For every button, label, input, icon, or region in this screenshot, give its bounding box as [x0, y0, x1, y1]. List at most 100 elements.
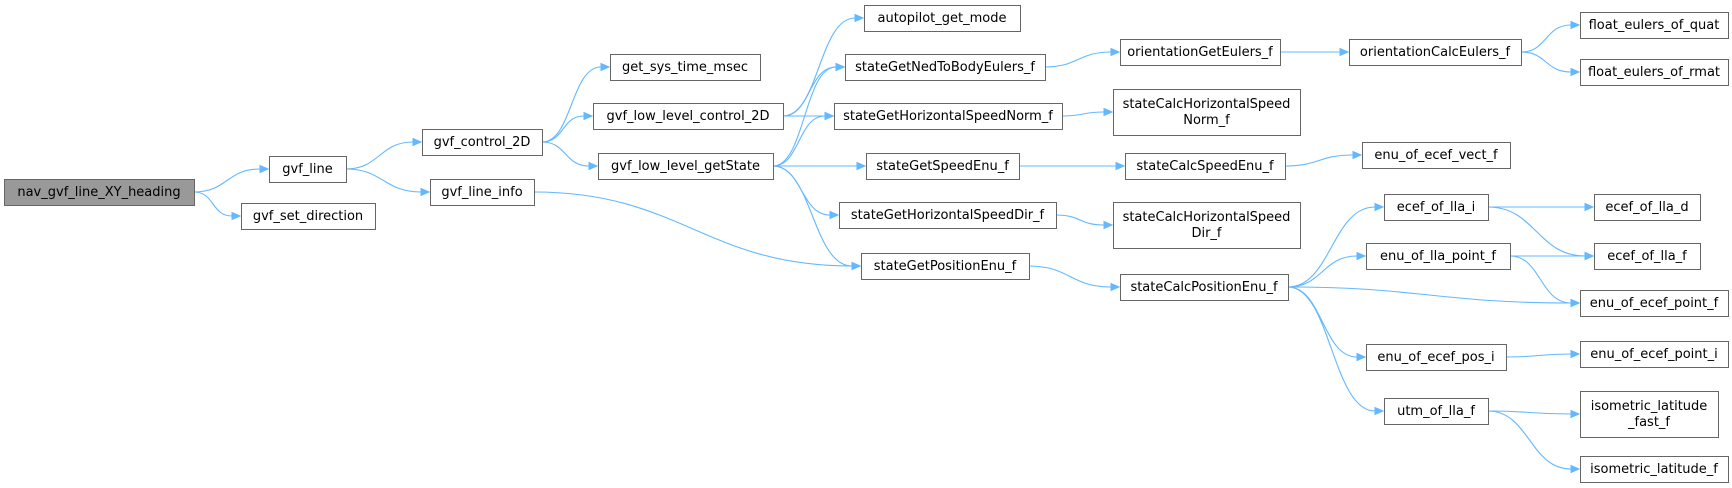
node-label: enu_of_ecef_point_i	[1590, 347, 1718, 362]
node-nav-gvf-line-xy-heading[interactable]: nav_gvf_line_XY_heading	[4, 179, 195, 206]
node-box[interactable]	[1580, 290, 1729, 317]
node-label: enu_of_ecef_point_f	[1590, 296, 1719, 311]
node-label: enu_of_ecef_pos_i	[1377, 350, 1494, 365]
node-box[interactable]	[593, 103, 784, 130]
node-label: stateGetNedToBodyEulers_f	[855, 60, 1035, 75]
arrowhead-gvf-low-level-getstate	[588, 161, 599, 171]
node-statecalcspeedenu-f[interactable]: stateCalcSpeedEnu_f	[1125, 153, 1286, 180]
node-ecef-of-lla-d[interactable]: ecef_of_lla_d	[1594, 194, 1701, 221]
node-box[interactable]	[1580, 341, 1729, 368]
node-box[interactable]	[861, 253, 1030, 280]
node-label: isometric_latitude_f	[1590, 462, 1718, 477]
node-box[interactable]	[610, 54, 761, 81]
node-float-eulers-of-quat[interactable]: float_eulers_of_quat	[1580, 12, 1729, 39]
arrowhead-isometric-latitude-f	[1570, 464, 1581, 474]
edge-utm-of-lla-f-to-isometric-latitude-f	[1487, 410, 1572, 470]
node-stategetspeedenu-f[interactable]: stateGetSpeedEnu_f	[866, 153, 1020, 180]
node-box[interactable]	[1580, 12, 1729, 39]
node-stategetnedtobodyeulers-f[interactable]: stateGetNedToBodyEulers_f	[845, 54, 1046, 81]
node-box[interactable]	[1120, 39, 1281, 66]
node-box[interactable]	[1384, 398, 1489, 425]
arrowhead-statecalchorizontalspeednorm-f	[1103, 107, 1114, 117]
arrowhead-gvf-control-2d	[412, 137, 423, 147]
node-box[interactable]	[1366, 243, 1511, 270]
node-gvf-low-level-control-2d[interactable]: gvf_low_level_control_2D	[593, 103, 784, 130]
node-box[interactable]	[834, 103, 1063, 130]
node-isometric-latitude-fast-f[interactable]: isometric_latitude_fast_f	[1580, 391, 1719, 438]
node-label: orientationGetEulers_f	[1127, 45, 1273, 60]
node-box[interactable]	[839, 202, 1057, 229]
node-box[interactable]	[269, 156, 347, 183]
node-box[interactable]	[845, 54, 1046, 81]
node-stategetpositionenu-f[interactable]: stateGetPositionEnu_f	[861, 253, 1030, 280]
edge-gvf-control-2d-to-gvf-low-level-control-2d	[541, 115, 585, 143]
node-gvf-low-level-getstate[interactable]: gvf_low_level_getState	[598, 153, 774, 180]
node-box[interactable]	[422, 129, 543, 156]
node-ecef-of-lla-f[interactable]: ecef_of_lla_f	[1594, 243, 1701, 270]
arrowhead-stategetspeedenu-f	[856, 161, 867, 171]
node-orientationgeteulers-f[interactable]: orientationGetEulers_f	[1120, 39, 1281, 66]
node-box[interactable]	[866, 153, 1020, 180]
edge-stategethorizontalspeeddir-f-to-statecalchorizontalspeeddir-f	[1055, 214, 1105, 226]
node-label: gvf_control_2D	[434, 135, 531, 150]
node-box[interactable]	[1125, 153, 1286, 180]
edge-statecalcpositionenu-f-to-enu-of-ecef-pos-i	[1287, 286, 1358, 358]
edge-gvf-control-2d-to-gvf-low-level-getstate	[541, 141, 590, 167]
node-box[interactable]	[1349, 39, 1522, 66]
edge-statecalcspeedenu-f-to-enu-of-ecef-vect-f	[1284, 154, 1354, 167]
edge-gvf-line-info-to-stategetpositionenu-f	[533, 191, 853, 267]
node-label: float_eulers_of_rmat	[1588, 65, 1720, 80]
node-gvf-control-2d[interactable]: gvf_control_2D	[422, 129, 543, 156]
node-box[interactable]	[1362, 142, 1511, 169]
node-gvf-set-direction[interactable]: gvf_set_direction	[241, 203, 376, 230]
node-stategethorizontalspeeddir-f[interactable]: stateGetHorizontalSpeedDir_f	[839, 202, 1057, 229]
arrowhead-gvf-line-info	[420, 187, 431, 197]
node-box[interactable]	[1113, 202, 1301, 249]
arrowhead-enu-of-ecef-point-f	[1570, 298, 1581, 308]
node-stategethorizontalspeednorm-f[interactable]: stateGetHorizontalSpeedNorm_f	[834, 103, 1063, 130]
node-utm-of-lla-f[interactable]: utm_of_lla_f	[1384, 398, 1489, 425]
node-label: float_eulers_of_quat	[1589, 18, 1720, 33]
arrowhead-enu-of-lla-point-f	[1356, 251, 1367, 261]
node-box[interactable]	[1384, 194, 1489, 221]
node-enu-of-lla-point-f[interactable]: enu_of_lla_point_f	[1366, 243, 1511, 270]
node-box[interactable]	[4, 179, 195, 206]
node-label: stateGetHorizontalSpeedNorm_f	[843, 109, 1053, 124]
node-label: gvf_line_info	[441, 185, 522, 200]
node-isometric-latitude-f[interactable]: isometric_latitude_f	[1580, 456, 1729, 483]
node-gvf-line[interactable]: gvf_line	[269, 156, 347, 183]
node-box[interactable]	[1580, 456, 1729, 483]
node-box[interactable]	[1113, 89, 1301, 136]
arrowhead-gvf-line	[259, 164, 270, 174]
node-label: gvf_set_direction	[253, 209, 363, 224]
node-statecalcpositionenu-f[interactable]: stateCalcPositionEnu_f	[1120, 274, 1289, 301]
edge-stategethorizontalspeednorm-f-to-statecalchorizontalspeednorm-f	[1061, 111, 1105, 117]
node-box[interactable]	[1120, 274, 1289, 301]
node-box[interactable]	[1580, 391, 1719, 438]
node-box[interactable]	[1366, 344, 1507, 371]
edge-stategetnedtobodyeulers-f-to-orientationgeteulers-f	[1044, 51, 1112, 68]
node-box[interactable]	[430, 179, 535, 206]
node-box[interactable]	[1594, 243, 1701, 270]
node-box[interactable]	[1594, 194, 1701, 221]
node-label: stateGetSpeedEnu_f	[876, 159, 1009, 174]
node-enu-of-ecef-point-f[interactable]: enu_of_ecef_point_f	[1580, 290, 1729, 317]
node-get-sys-time-msec[interactable]: get_sys_time_msec	[610, 54, 761, 81]
node-orientationcalceulers-f[interactable]: orientationCalcEulers_f	[1349, 39, 1522, 66]
node-float-eulers-of-rmat[interactable]: float_eulers_of_rmat	[1580, 59, 1729, 86]
node-box[interactable]	[864, 5, 1021, 32]
node-box[interactable]	[1580, 59, 1729, 86]
node-box[interactable]	[241, 203, 376, 230]
node-autopilot-get-mode[interactable]: autopilot_get_mode	[864, 5, 1021, 32]
edge-enu-of-lla-point-f-to-enu-of-ecef-point-f	[1509, 255, 1572, 304]
edges-layer	[193, 13, 1595, 474]
node-enu-of-ecef-point-i[interactable]: enu_of_ecef_point_i	[1580, 341, 1729, 368]
node-box[interactable]	[598, 153, 774, 180]
node-enu-of-ecef-pos-i[interactable]: enu_of_ecef_pos_i	[1366, 344, 1507, 371]
node-ecef-of-lla-i[interactable]: ecef_of_lla_i	[1384, 194, 1489, 221]
edge-gvf-line-to-gvf-control-2d	[345, 141, 414, 170]
node-gvf-line-info[interactable]: gvf_line_info	[430, 179, 535, 206]
node-enu-of-ecef-vect-f[interactable]: enu_of_ecef_vect_f	[1362, 142, 1511, 169]
